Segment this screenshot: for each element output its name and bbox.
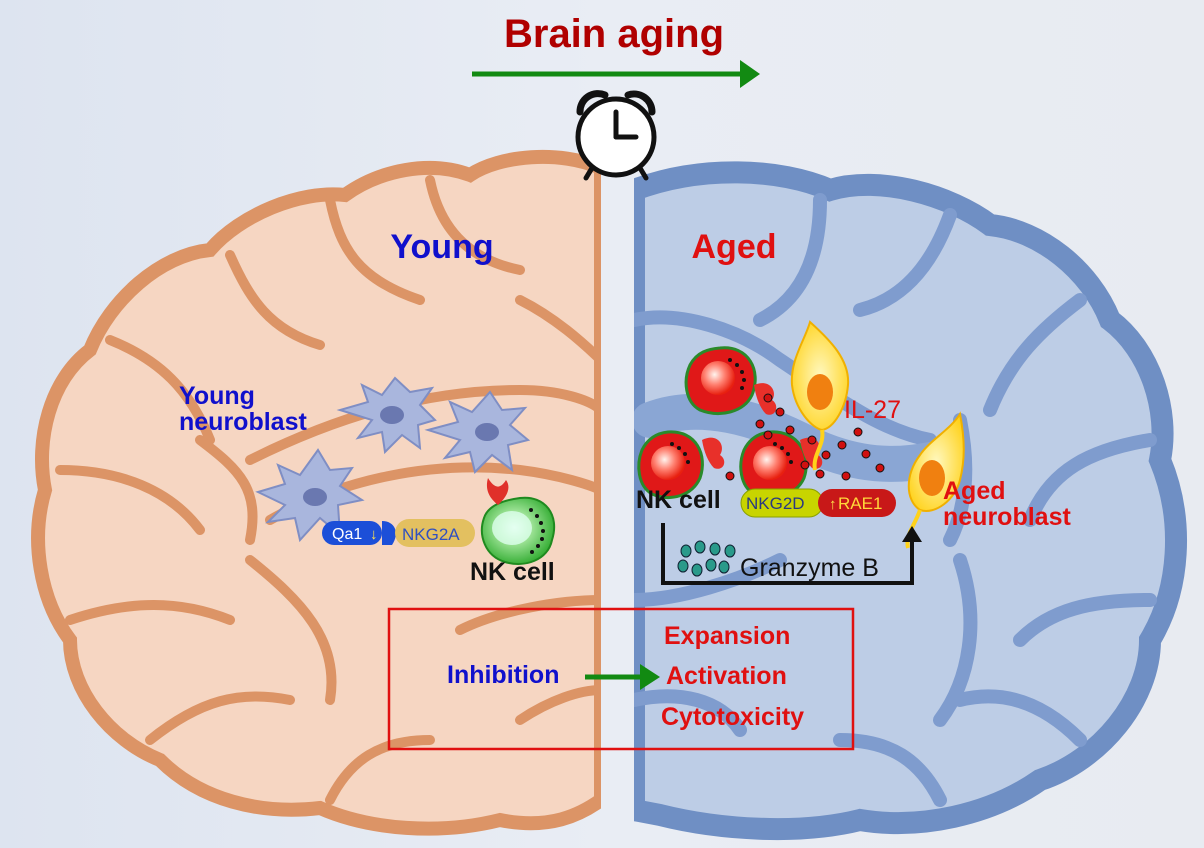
summary-activation: Activation xyxy=(666,662,787,690)
granzyme-label: Granzyme B xyxy=(740,554,879,582)
qa1-ligand xyxy=(322,521,382,545)
il27-label: IL-27 xyxy=(844,396,901,424)
aged-brain-gyri xyxy=(634,193,1157,807)
aged-ventricle xyxy=(634,393,948,482)
qa1-label: Qa1 xyxy=(332,526,362,543)
young-neuroblast-label-line1: Young xyxy=(179,382,255,410)
granzyme-pathway: Granzyme B xyxy=(661,523,922,585)
summary-arrow-head xyxy=(640,664,660,690)
young-nk-cell-label: NK cell xyxy=(470,558,555,586)
nkg2a-receptor xyxy=(395,519,475,547)
granzyme-dots xyxy=(677,540,736,577)
title: Brain aging xyxy=(504,12,724,56)
aged-nk-cells xyxy=(637,346,823,499)
nkg2a-label: NKG2A xyxy=(402,525,460,544)
young-nk-cell xyxy=(480,478,556,565)
young-nk-receptor-icon xyxy=(486,478,509,505)
summary-box-border xyxy=(387,607,855,751)
up-arrow-icon: ↑ xyxy=(829,496,837,513)
aged-nk-cell xyxy=(739,430,808,499)
aging-arrow-head xyxy=(740,60,760,88)
granzyme-arrow-head xyxy=(902,526,922,542)
aged-nk-receptor-icon xyxy=(702,437,725,469)
aged-brain xyxy=(634,161,1188,841)
granzyme-bracket xyxy=(661,523,914,585)
down-arrow-icon: ↓ xyxy=(370,526,378,543)
young-heading: Young xyxy=(390,228,493,266)
aged-neuroblast-cells xyxy=(790,320,965,549)
summary-expansion: Expansion xyxy=(664,622,790,650)
aged-nk-cell xyxy=(637,430,704,499)
aged-neuroblast-label-line1: Aged xyxy=(943,477,1006,505)
qa1-nkg2a-complex: Qa1 ↓ NKG2A xyxy=(322,519,475,547)
aged-neuroblast-cell xyxy=(790,320,850,471)
rae1-ligand xyxy=(818,489,896,517)
il27-dots xyxy=(725,393,885,481)
young-neuroblast-nuclei xyxy=(303,406,499,506)
nkg2d-label: NKG2D xyxy=(746,494,805,513)
aged-neuroblast-label-line2: neuroblast xyxy=(943,503,1071,531)
aged-neuroblast-cell xyxy=(905,411,965,549)
young-neuroblast-label-line2: neuroblast xyxy=(179,408,307,436)
aged-nk-cell-label: NK cell xyxy=(636,486,721,514)
summary-cytotoxicity: Cytotoxicity xyxy=(661,703,804,731)
clock-icon xyxy=(575,90,657,181)
aged-heading: Aged xyxy=(692,228,777,266)
young-brain-gyri xyxy=(55,175,601,805)
rae1-label: RAE1 xyxy=(838,494,882,513)
summary-inhibition: Inhibition xyxy=(447,661,559,689)
nkg2d-rae1-complex: NKG2D ↑ RAE1 xyxy=(740,488,896,518)
summary-box: Inhibition Expansion Activation Cytotoxi… xyxy=(387,607,855,751)
